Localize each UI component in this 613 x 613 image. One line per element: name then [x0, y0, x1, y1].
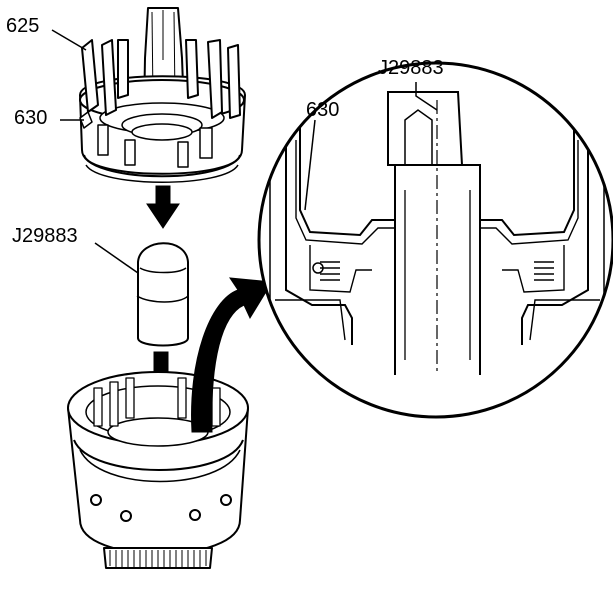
label-tool-j29883: J29883	[12, 225, 78, 247]
clutch-housing-625	[79, 7, 246, 183]
leader-lines-top	[51, 29, 87, 121]
transmission-housing	[67, 371, 249, 569]
detail-view	[257, 61, 613, 419]
gear-teeth	[109, 550, 207, 567]
label-spring-630-top: 630	[14, 107, 48, 129]
label-detail-tool-j29883: J29883	[378, 57, 444, 79]
down-arrow-upper	[146, 185, 180, 229]
tool-j29883	[136, 242, 189, 347]
label-part-625: 625	[6, 15, 40, 37]
label-detail-spring-630: 630	[306, 99, 340, 121]
tool-leader-line	[94, 242, 139, 274]
